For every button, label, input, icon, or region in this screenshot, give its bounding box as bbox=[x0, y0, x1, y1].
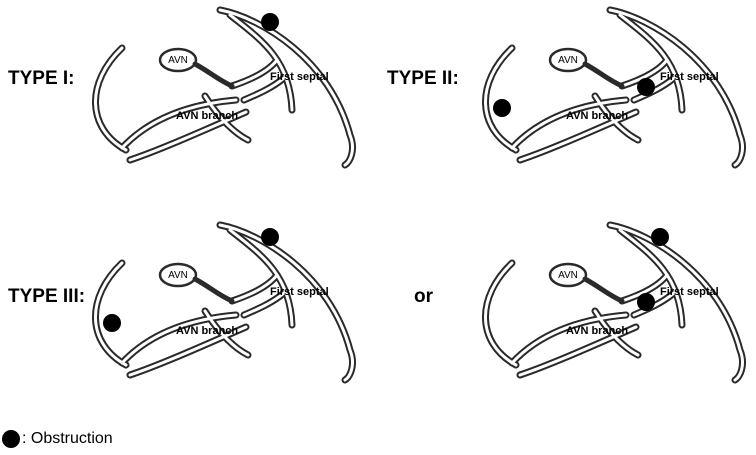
avn-node bbox=[158, 47, 198, 73]
vessels-lumen bbox=[93, 8, 355, 167]
first-septal-label: First septal bbox=[270, 286, 329, 298]
type-label-2: TYPE II: bbox=[387, 68, 459, 89]
avn-branch-label: AVN branch bbox=[566, 325, 628, 337]
avn-label: AVN bbox=[558, 270, 578, 281]
vessels-lumen bbox=[93, 223, 355, 382]
avn-branch-label: AVN branch bbox=[566, 110, 628, 122]
avn-label: AVN bbox=[168, 270, 188, 281]
avn-tail bbox=[192, 61, 235, 89]
avn-label: AVN bbox=[558, 55, 578, 66]
avn-node bbox=[548, 262, 588, 288]
obstruction-legend-icon bbox=[2, 430, 20, 448]
vessels-lumen bbox=[483, 223, 745, 382]
avn-branch-label: AVN branch bbox=[176, 325, 238, 337]
avn-tail bbox=[582, 276, 625, 304]
vessels-outline bbox=[95, 225, 352, 380]
first-septal-label: First septal bbox=[270, 71, 329, 83]
avn-node bbox=[548, 47, 588, 73]
vessels-outline bbox=[485, 10, 742, 165]
obstruction-marker bbox=[637, 293, 655, 311]
vessels-outline bbox=[485, 225, 742, 380]
first-septal-label: First septal bbox=[660, 286, 719, 298]
first-septal-label: First septal bbox=[660, 71, 719, 83]
type-label-1: TYPE I: bbox=[8, 68, 75, 89]
avn-tail bbox=[192, 276, 235, 304]
avn-branch-label: AVN branch bbox=[176, 110, 238, 122]
vessels-lumen bbox=[483, 8, 745, 167]
avn-tail bbox=[582, 61, 625, 89]
vessels-outline bbox=[95, 10, 352, 165]
type-label-4: or bbox=[414, 286, 433, 307]
avn-node bbox=[158, 262, 198, 288]
legend: : Obstruction bbox=[0, 428, 113, 450]
obstruction-marker bbox=[261, 13, 279, 31]
obstruction-marker bbox=[493, 99, 511, 117]
obstruction-marker bbox=[261, 228, 279, 246]
legend-text: : Obstruction bbox=[22, 430, 113, 447]
type-label-3: TYPE III: bbox=[8, 286, 86, 307]
obstruction-marker bbox=[651, 228, 669, 246]
obstruction-marker bbox=[103, 314, 121, 332]
avn-label: AVN bbox=[168, 55, 188, 66]
obstruction-marker bbox=[637, 78, 655, 96]
